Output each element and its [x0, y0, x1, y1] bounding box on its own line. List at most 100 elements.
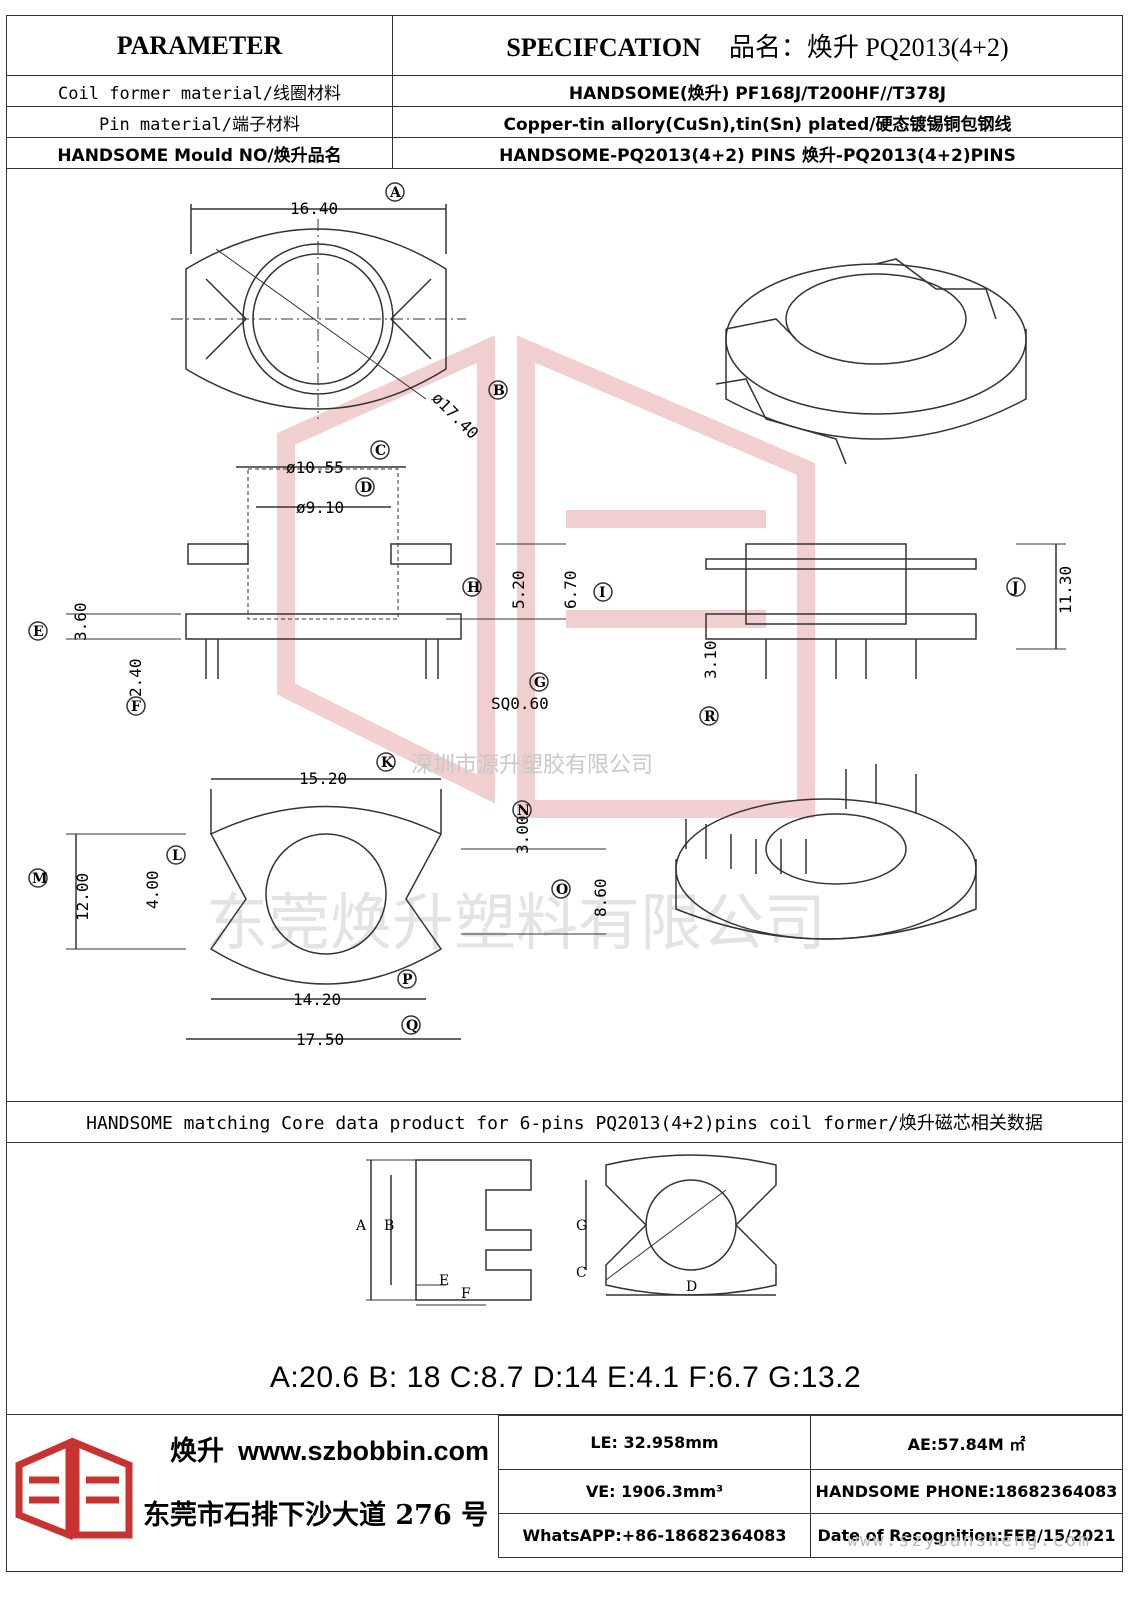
core-data-bar: HANDSOME matching Core data product for … [6, 1101, 1123, 1143]
dim-Q-value: 17.50 [296, 1030, 344, 1049]
core-label-B: B [384, 1218, 394, 1234]
top-view [171, 204, 466, 419]
svg-text:K: K [381, 755, 394, 771]
phone-number[interactable]: HANDSOME PHONE:18682364083 [810, 1469, 1123, 1514]
footer-brand: 焕升 www.szbobbin.com [170, 1429, 489, 1468]
brand-name: 焕升 [170, 1436, 224, 1467]
row-label-pin-material: Pin material/端子材料 [6, 106, 393, 138]
core-label-C: C [576, 1265, 587, 1281]
svg-text:J: J [1010, 580, 1019, 596]
row-label-mould-no: HANDSOME Mould NO/焕升品名 [6, 137, 393, 169]
svg-text:A: A [389, 185, 402, 201]
svg-text:Q: Q [406, 1018, 418, 1034]
watermark-logo [277, 335, 815, 818]
website-link[interactable]: www.szbobbin.com [238, 1436, 490, 1466]
core-label-F: F [461, 1286, 471, 1302]
marker-N: N [512, 800, 532, 820]
row-value-mould-no: HANDSOME-PQ2013(4+2) PINS 焕升-PQ2013(4+2)… [392, 137, 1123, 169]
marker-P: P [397, 969, 417, 989]
letter-markers: A B C D E F G H I J K L M N O P Q R [28, 182, 1026, 1035]
marker-O: O [551, 879, 571, 899]
core-label-A: A [355, 1218, 367, 1234]
svg-text:N: N [517, 803, 530, 819]
watermark-large-text: 东莞焕升塑料有限公司 [206, 886, 826, 959]
marker-E: E [28, 621, 48, 641]
svg-text:C: C [375, 443, 386, 459]
svg-text:G: G [534, 675, 546, 691]
marker-B: B [488, 380, 508, 400]
param-le: LE: 32.958mm [498, 1415, 811, 1470]
whatsapp-number[interactable]: WhatsAPP:+86-18682364083 [498, 1513, 811, 1558]
dim-R-value: 3.10 [701, 640, 720, 679]
svg-text:H: H [467, 580, 480, 596]
dim-K-value: 15.20 [299, 769, 347, 788]
marker-Q: Q [401, 1015, 421, 1035]
recognition-date: Date of Recognition:FEB/15/2021 [810, 1513, 1123, 1558]
param-ve: VE: 1906.3mm³ [498, 1469, 811, 1514]
spec-title-cell: SPECIFCATION 品名：焕升 PQ2013(4+2) [392, 15, 1123, 76]
core-data-bar-text: HANDSOME matching Core data product for … [86, 1113, 1043, 1134]
svg-text:R: R [704, 709, 716, 725]
marker-K: K [376, 752, 396, 772]
footer-address: 东莞市石排下沙大道 276 号 [143, 1500, 489, 1531]
dim-O-value: 8.60 [591, 878, 610, 917]
dim-A-value: 16.40 [290, 199, 338, 218]
dim-N-value: 3.00 [513, 815, 532, 854]
marker-D: D [355, 477, 375, 497]
front-view [705, 543, 1066, 679]
marker-M: M [28, 868, 48, 888]
marker-J: J [1006, 577, 1026, 597]
dim-E-value: 3.60 [71, 602, 90, 641]
dim-D-value: ø9.10 [296, 498, 344, 517]
company-logo-icon [15, 1437, 133, 1541]
technical-drawing: 深圳市源升塑胶有限公司 东莞焕升塑料有限公司 16.40 ø17.40 ø10.… [28, 182, 1075, 1049]
dim-M-value: 12.00 [73, 873, 92, 921]
marker-R: R [699, 706, 719, 726]
side-view [66, 466, 566, 679]
svg-text:M: M [32, 871, 48, 887]
footer: 焕升 www.szbobbin.com 东莞市石排下沙大道 276 号 LE: 3… [6, 1414, 1123, 1558]
svg-text:E: E [33, 624, 44, 640]
marker-F: F [126, 696, 146, 716]
dim-H-value: 5.20 [509, 570, 528, 609]
watermark-small-text: 深圳市源升塑胶有限公司 [411, 753, 653, 778]
svg-text:O: O [556, 882, 568, 898]
dim-B-value: ø17.40 [428, 388, 482, 442]
row-value-coil-material: HANDSOME(焕升) PF168J/T200HF//T378J [392, 75, 1123, 107]
marker-C: C [370, 440, 390, 460]
isometric-view-top [715, 258, 1027, 465]
marker-H: H [462, 577, 482, 597]
marker-G: G [529, 672, 549, 692]
parameter-title: PARAMETER [6, 15, 393, 76]
svg-text:F: F [131, 699, 141, 715]
core-label-E: E [439, 1273, 449, 1289]
marker-I: I [593, 582, 613, 602]
core-params-table: LE: 32.958mm AE:57.84M ㎡ VE: 1906.3mm³ H… [498, 1415, 1123, 1558]
core-label-D: D [686, 1279, 697, 1295]
core-label-G: G [576, 1218, 587, 1234]
svg-text:D: D [360, 480, 372, 496]
dim-G-value: SQ0.60 [491, 694, 549, 713]
param-ae: AE:57.84M ㎡ [810, 1415, 1123, 1470]
core-side-view [366, 1159, 532, 1306]
dim-C-value: ø10.55 [286, 458, 344, 477]
bottom-view [66, 778, 606, 1040]
marker-A: A [385, 182, 405, 202]
spec-name: 品名：焕升 PQ2013(4+2) [728, 33, 1009, 62]
dim-I-value: 6.70 [561, 570, 580, 609]
core-drawing: A B E F G C D [355, 1154, 777, 1306]
core-values-text: A:20.6 B: 18 C:8.7 D:14 E:4.1 F:6.7 G:13… [269, 1361, 862, 1394]
dim-L-value: 4.00 [143, 870, 162, 909]
dim-F-value: 2.40 [126, 658, 145, 697]
isometric-view-bottom [675, 764, 977, 940]
dim-P-value: 14.20 [293, 990, 341, 1009]
watermark-url: www.szyuansheng.com [847, 1530, 1091, 1551]
row-label-coil-material: Coil former material/线圈材料 [6, 75, 393, 107]
svg-text:P: P [402, 972, 413, 988]
spec-title: SPECIFCATION [506, 33, 701, 62]
svg-text:B: B [493, 383, 505, 399]
core-top-view [585, 1154, 777, 1296]
svg-text:L: L [172, 848, 182, 864]
svg-text:I: I [599, 585, 606, 601]
